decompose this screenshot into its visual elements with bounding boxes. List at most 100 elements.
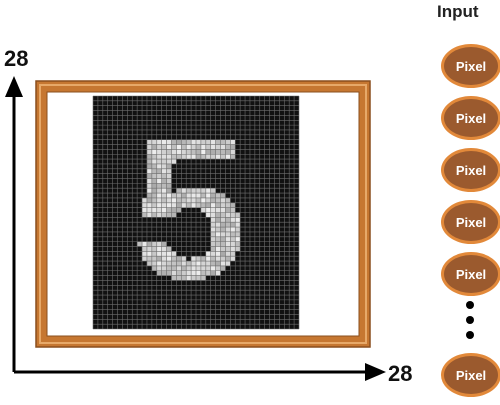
- digit-pixel: [191, 188, 196, 194]
- digit-pixel: [186, 202, 192, 208]
- digit-pixel: [205, 139, 211, 145]
- digit-pixel: [210, 144, 216, 150]
- digit-pixel: [220, 197, 226, 203]
- digit-pixel: [205, 270, 211, 276]
- digit-pixel: [171, 193, 177, 198]
- digit-pixel: [166, 193, 172, 198]
- digit-pixel: [171, 212, 177, 218]
- input-node-2: Pixel: [441, 96, 500, 140]
- digit-pixel: [181, 256, 187, 262]
- digit-pixel: [156, 256, 162, 262]
- digit-pixel: [210, 261, 216, 266]
- digit-pixel: [161, 270, 167, 276]
- digit-pixel: [151, 265, 157, 271]
- digit-pixel: [210, 265, 216, 271]
- digit-pixel: [176, 207, 182, 213]
- digit-pixel: [151, 144, 157, 150]
- digit-pixel: [146, 256, 152, 262]
- digit-pixel: [156, 173, 162, 179]
- digit-pixel: [161, 256, 167, 262]
- digit-pixel: [220, 202, 226, 208]
- digit-pixel: [215, 270, 221, 276]
- digit-pixel: [186, 154, 192, 160]
- digit-pixel: [166, 154, 172, 160]
- digit-pixel: [230, 227, 236, 232]
- digit-pixel: [225, 207, 231, 213]
- digit-pixel: [215, 256, 221, 262]
- digit-pixel: [191, 256, 196, 262]
- input-node-label: Pixel: [455, 214, 487, 230]
- digit-pixel: [166, 139, 172, 145]
- digit-pixel: [142, 241, 147, 247]
- digit-pixel: [186, 197, 192, 203]
- digit-pixel: [220, 236, 226, 242]
- digit-pixel: [210, 241, 216, 247]
- digit-pixel: [230, 251, 236, 257]
- digit-pixel: [210, 207, 216, 213]
- input-layer-title: Input: [437, 2, 479, 21]
- digit-pixel: [161, 212, 167, 218]
- digit-pixel: [156, 178, 162, 184]
- digit-pixel: [225, 251, 231, 257]
- digit-pixel: [196, 197, 201, 203]
- digit-pixel: [215, 251, 221, 257]
- digit-pixel: [151, 212, 157, 218]
- digit-pixel: [191, 197, 196, 203]
- digit-pixel: [200, 197, 206, 203]
- digit-pixel: [171, 197, 177, 203]
- digit-pixel: [166, 178, 172, 184]
- digit-pixel: [156, 270, 162, 276]
- frame-highlight: [39, 84, 367, 344]
- digit-pixel: [200, 256, 206, 262]
- y-axis-label: 28: [4, 46, 29, 71]
- digit-pixel: [151, 188, 157, 194]
- digit-pixel: [171, 275, 177, 281]
- digit-pixel: [171, 159, 177, 164]
- digit-pixel: [151, 168, 157, 174]
- digit-pixel: [200, 188, 206, 194]
- digit-pixel: [191, 154, 196, 160]
- digit-pixel: [166, 251, 172, 257]
- digit-pixel: [171, 256, 177, 262]
- input-node-5: Pixel: [441, 252, 500, 296]
- digit-pixel: [156, 159, 162, 164]
- digit-pixel: [171, 207, 177, 213]
- digit-pixel: [220, 265, 226, 271]
- digit-pixel: [151, 159, 157, 164]
- digit-pixel: [225, 144, 231, 150]
- digit-pixel: [186, 275, 192, 281]
- digit-pixel: [151, 178, 157, 184]
- digit-pixel: [215, 236, 221, 242]
- digit-pixel: [225, 261, 231, 266]
- digit-pixel: [146, 188, 152, 194]
- digit-pixel: [191, 270, 196, 276]
- digit-pixel: [205, 149, 211, 155]
- digit-pixel: [235, 241, 241, 247]
- digit-pixel: [225, 149, 231, 155]
- pixel-grid: [92, 95, 300, 330]
- digit-pixel: [151, 149, 157, 155]
- digit-pixel: [166, 168, 172, 174]
- digit-pixel: [186, 265, 192, 271]
- digit-pixel: [176, 261, 182, 266]
- digit-pixel: [220, 241, 226, 247]
- digit-pixel: [220, 256, 226, 262]
- digit-pixel: [161, 178, 167, 184]
- digit-pixel: [161, 163, 167, 169]
- input-node-label: Pixel: [455, 110, 487, 126]
- digit-pixel: [161, 139, 167, 145]
- digit-pixel: [191, 193, 196, 198]
- x-axis-arrow-icon: [365, 363, 386, 381]
- digit-pixel: [146, 173, 152, 179]
- digit-pixel: [200, 202, 206, 208]
- digit-pixel: [205, 265, 211, 271]
- digit-pixel: [151, 207, 157, 213]
- digit-pixel: [205, 193, 211, 198]
- digit-pixel: [161, 261, 167, 266]
- digit-pixel: [146, 197, 152, 203]
- ellipsis-dot-3: [466, 331, 474, 339]
- x-axis-label: 28: [388, 361, 413, 386]
- digit-pixel: [210, 197, 216, 203]
- digit-pixel: [225, 227, 231, 232]
- digit-pixel: [220, 222, 226, 228]
